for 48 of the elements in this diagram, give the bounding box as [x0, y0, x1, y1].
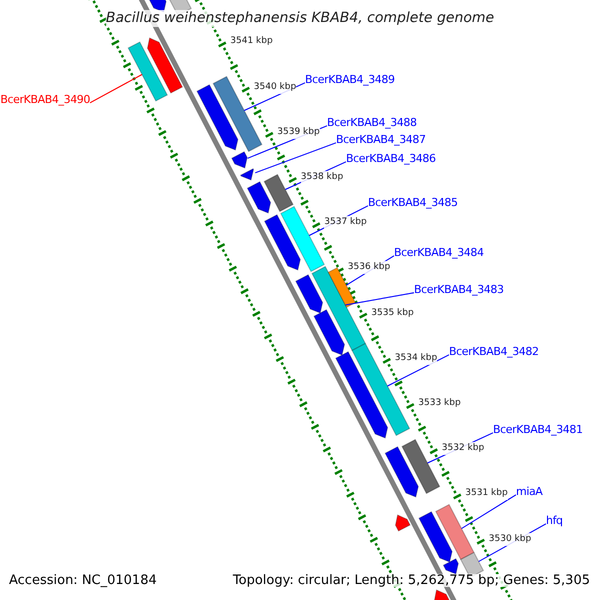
gene-block: [246, 181, 272, 214]
gene-block: [418, 511, 453, 563]
gene-name: BcerKBAB4_3489: [305, 73, 395, 86]
gene-bar: [401, 438, 440, 494]
kbp-label: 3538 kbp: [300, 171, 344, 184]
gene-block: [335, 351, 388, 439]
gene-name: miaA: [516, 485, 542, 498]
gene-block: [196, 84, 238, 151]
gene-name: BcerKBAB4_3484: [394, 246, 484, 259]
gene-block: [231, 151, 248, 169]
kbp-label: 3531 kbp: [465, 487, 508, 500]
leader-line: [344, 292, 414, 306]
gene-block: [394, 514, 411, 532]
kbp-label: 3539 kbp: [277, 126, 320, 139]
gene-name: BcerKBAB4_3486: [346, 152, 436, 165]
gene-name: BcerKBAB4_3482: [449, 345, 539, 358]
gene-bar: [280, 206, 325, 272]
leader-line: [90, 74, 142, 104]
title: Bacillus weihenstephanensis KBAB4, complete genome: [106, 10, 494, 27]
kbp-label: 3537 kbp: [324, 216, 367, 230]
gene-bar: [128, 41, 168, 102]
leader-line: [254, 142, 336, 174]
gene-block: [313, 309, 346, 356]
gene-bar: [435, 504, 475, 560]
kbp-label: 3532 kbp: [442, 442, 484, 456]
gene-bar: [264, 174, 294, 212]
leader-line: [461, 494, 516, 529]
gene-name: BcerKBAB4_3481: [493, 423, 583, 436]
gene-name: BcerKBAB4_3485: [368, 196, 458, 209]
kbp-label: 3530 kbp: [488, 532, 532, 546]
genome-info-text: Topology: circular; Length: 5,262,775 bp; Genes: 5,305: [232, 574, 590, 587]
leader-line: [387, 354, 450, 386]
gene-name: BcerKBAB4_3487: [336, 133, 426, 146]
kbp-label: 3540 kbp: [254, 80, 296, 94]
gene-block: [148, 0, 167, 13]
kbp-label: 3535 kbp: [371, 306, 414, 320]
gene-block: [240, 168, 254, 181]
kbp-label: 3536 kbp: [348, 261, 390, 274]
gene-name: hfq: [546, 514, 563, 527]
gene-block: [264, 214, 301, 271]
gene-name: BcerKBAB4_3490: [0, 93, 90, 106]
gene-name: BcerKBAB4_3483: [414, 283, 504, 296]
gene-block: [295, 274, 324, 314]
accession-text: Accession: NC_010184: [9, 574, 157, 587]
kbp-label: 3534 kbp: [394, 352, 438, 365]
gene-block: [384, 446, 419, 498]
gene-block: [146, 37, 184, 94]
gene-name: BcerKBAB4_3488: [327, 116, 417, 129]
